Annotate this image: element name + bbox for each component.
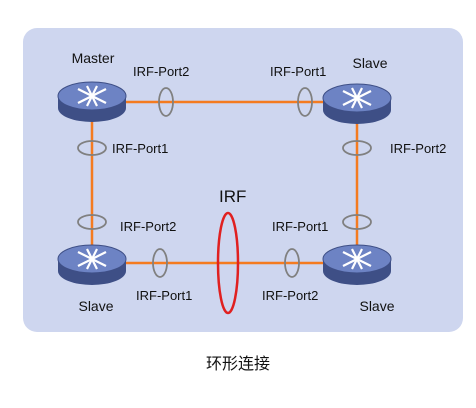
port-label: IRF-Port1 xyxy=(136,288,192,303)
port-ring xyxy=(297,87,313,117)
switch-icon xyxy=(57,244,127,285)
irf-ellipse xyxy=(216,211,240,315)
port-label: IRF-Port2 xyxy=(390,141,446,156)
device-role-label: Slave xyxy=(78,298,113,314)
port-ring xyxy=(152,248,168,278)
irf-port-rings xyxy=(77,87,372,278)
port-ring xyxy=(342,214,372,230)
switch-icon xyxy=(322,83,392,124)
port-label: IRF-Port1 xyxy=(112,141,168,156)
irf-label: IRF xyxy=(219,187,246,206)
port-label: IRF-Port2 xyxy=(262,288,318,303)
port-ring xyxy=(342,140,372,156)
device-role-label: Master xyxy=(72,50,115,66)
port-ring xyxy=(284,248,300,278)
diagram-panel xyxy=(23,28,463,332)
port-label: IRF-Port2 xyxy=(133,64,189,79)
device-role-label: Slave xyxy=(359,298,394,314)
port-label: IRF-Port1 xyxy=(272,219,328,234)
port-label: IRF-Port1 xyxy=(270,64,326,79)
port-ring xyxy=(77,214,107,230)
port-ring xyxy=(158,87,174,117)
switch-icon xyxy=(322,244,392,285)
diagram-caption: 环形连接 xyxy=(206,354,270,373)
switch-icon xyxy=(57,81,127,122)
port-label: IRF-Port2 xyxy=(120,219,176,234)
port-ring xyxy=(77,140,107,156)
device-role-label: Slave xyxy=(352,55,387,71)
